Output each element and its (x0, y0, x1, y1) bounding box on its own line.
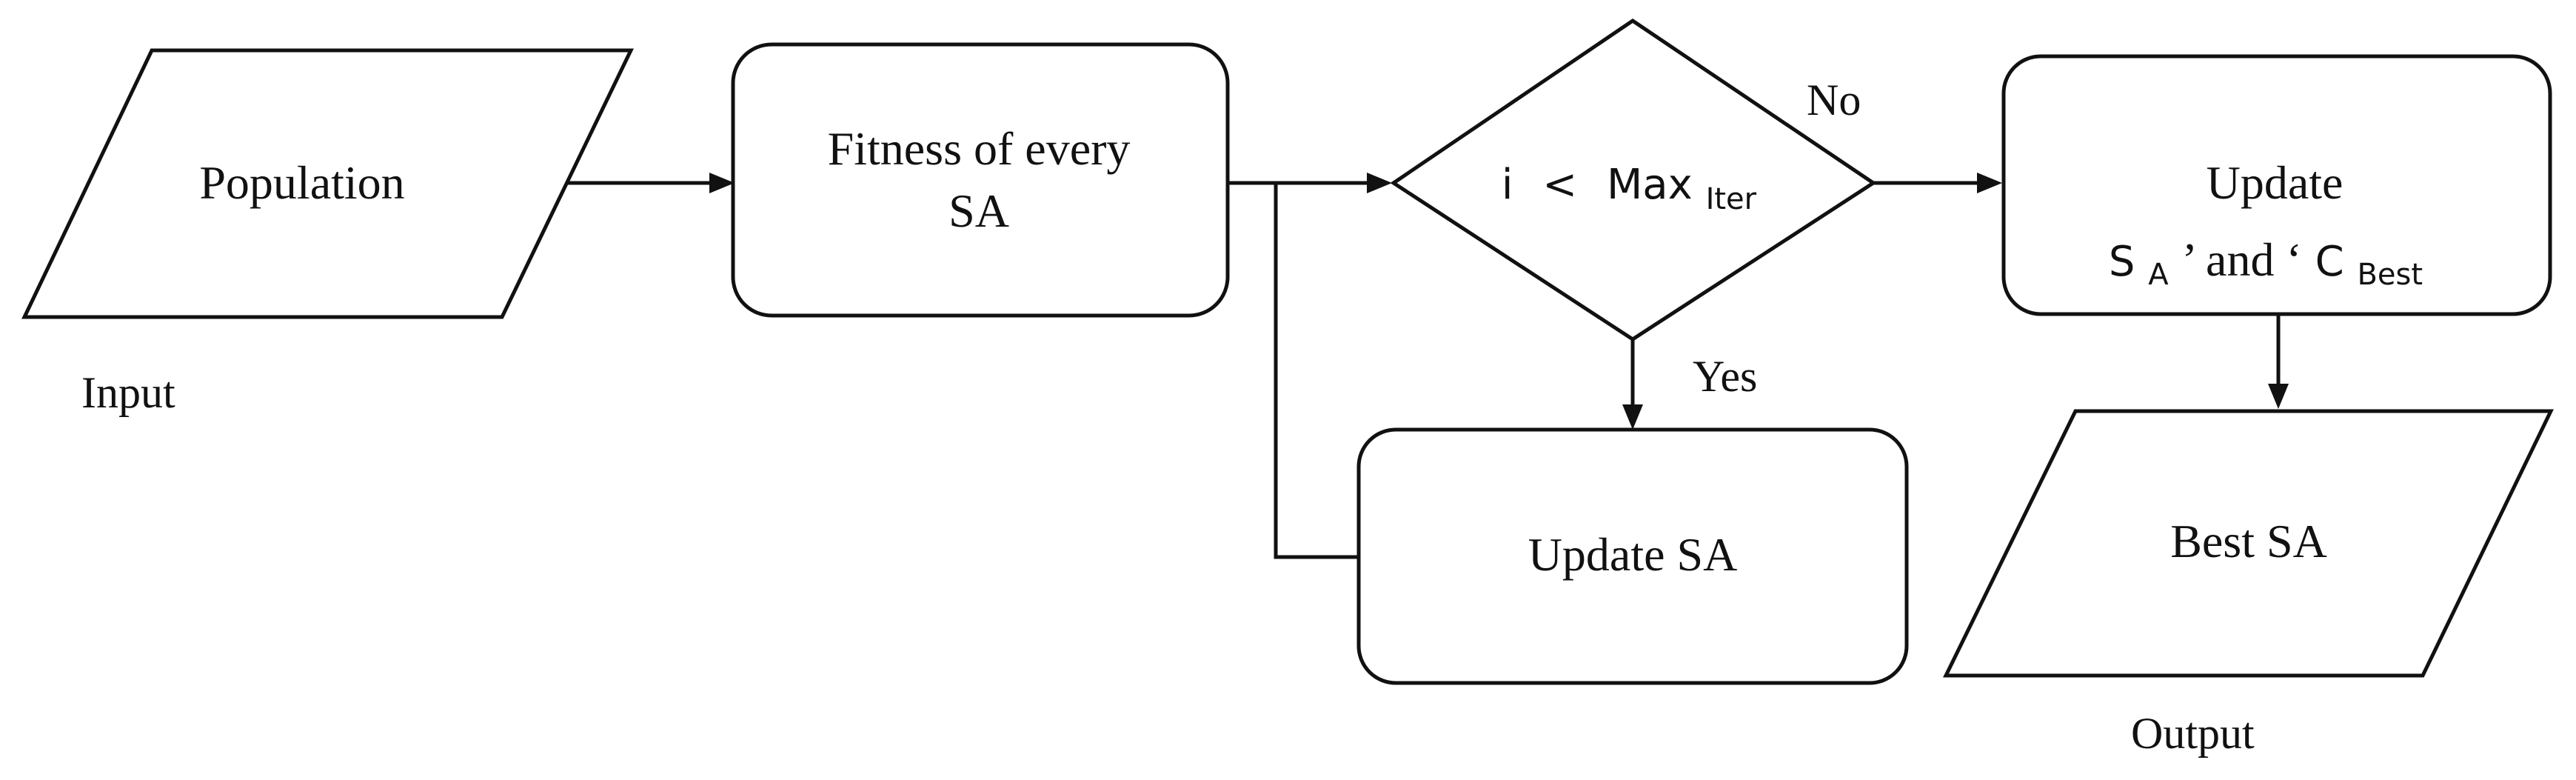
best-sa-shape (1942, 409, 2554, 678)
update-best-middle: ’ and ‘ (2181, 233, 2301, 286)
update-sa-label: Update SA (1528, 528, 1738, 581)
update-best-s-subscript: A (2148, 258, 2169, 292)
output-caption: Output (2131, 709, 2255, 758)
arrowhead-update-best (1977, 173, 2002, 193)
decision-operator: < (1542, 161, 1577, 209)
fitness-label-line2: SA (949, 184, 1009, 237)
update-sa-node: Update SA (1356, 427, 1909, 685)
arrowhead-best-sa (2268, 384, 2289, 409)
population-shape (21, 48, 634, 319)
fitness-shape (731, 42, 1230, 318)
arrowhead-decision (1367, 173, 1392, 193)
update-best-s: S (2109, 238, 2135, 286)
best-sa-label: Best SA (2170, 515, 2327, 567)
arrowhead-update-sa (1622, 404, 1643, 430)
update-best-c-subscript: Best (2357, 258, 2423, 292)
update-best-line1: Update (2207, 156, 2344, 209)
decision-base: Max (1607, 161, 1693, 209)
update-best-node: Update S A ’ and ‘ C Best (2001, 54, 2552, 316)
best-sa-node: Best SA (1942, 409, 2554, 678)
fitness-node: Fitness of every SA (731, 42, 1230, 318)
input-caption: Input (81, 368, 175, 417)
update-sa-shape (1356, 427, 1909, 685)
update-best-c: C (2315, 238, 2344, 286)
connectors (566, 173, 2289, 559)
arrowhead-fitness (709, 173, 735, 193)
decision-node: i < Max Iter (1390, 18, 1877, 341)
decision-shape (1390, 18, 1877, 341)
update-best-line2: S A ’ and ‘ C Best (2109, 233, 2423, 295)
decision-subscript: Iter (1706, 182, 1757, 216)
no-label: No (1807, 76, 1861, 124)
population-node: Population (21, 48, 634, 319)
yes-label: Yes (1693, 352, 1757, 401)
fitness-label-line1: Fitness of every (828, 122, 1131, 175)
decision-lhs: i (1502, 161, 1513, 209)
update-best-shape (2001, 54, 2552, 316)
decision-condition: i < Max Iter (1502, 161, 1757, 216)
population-label: Population (199, 156, 404, 209)
edge-update-sa-loop (1274, 183, 1357, 559)
